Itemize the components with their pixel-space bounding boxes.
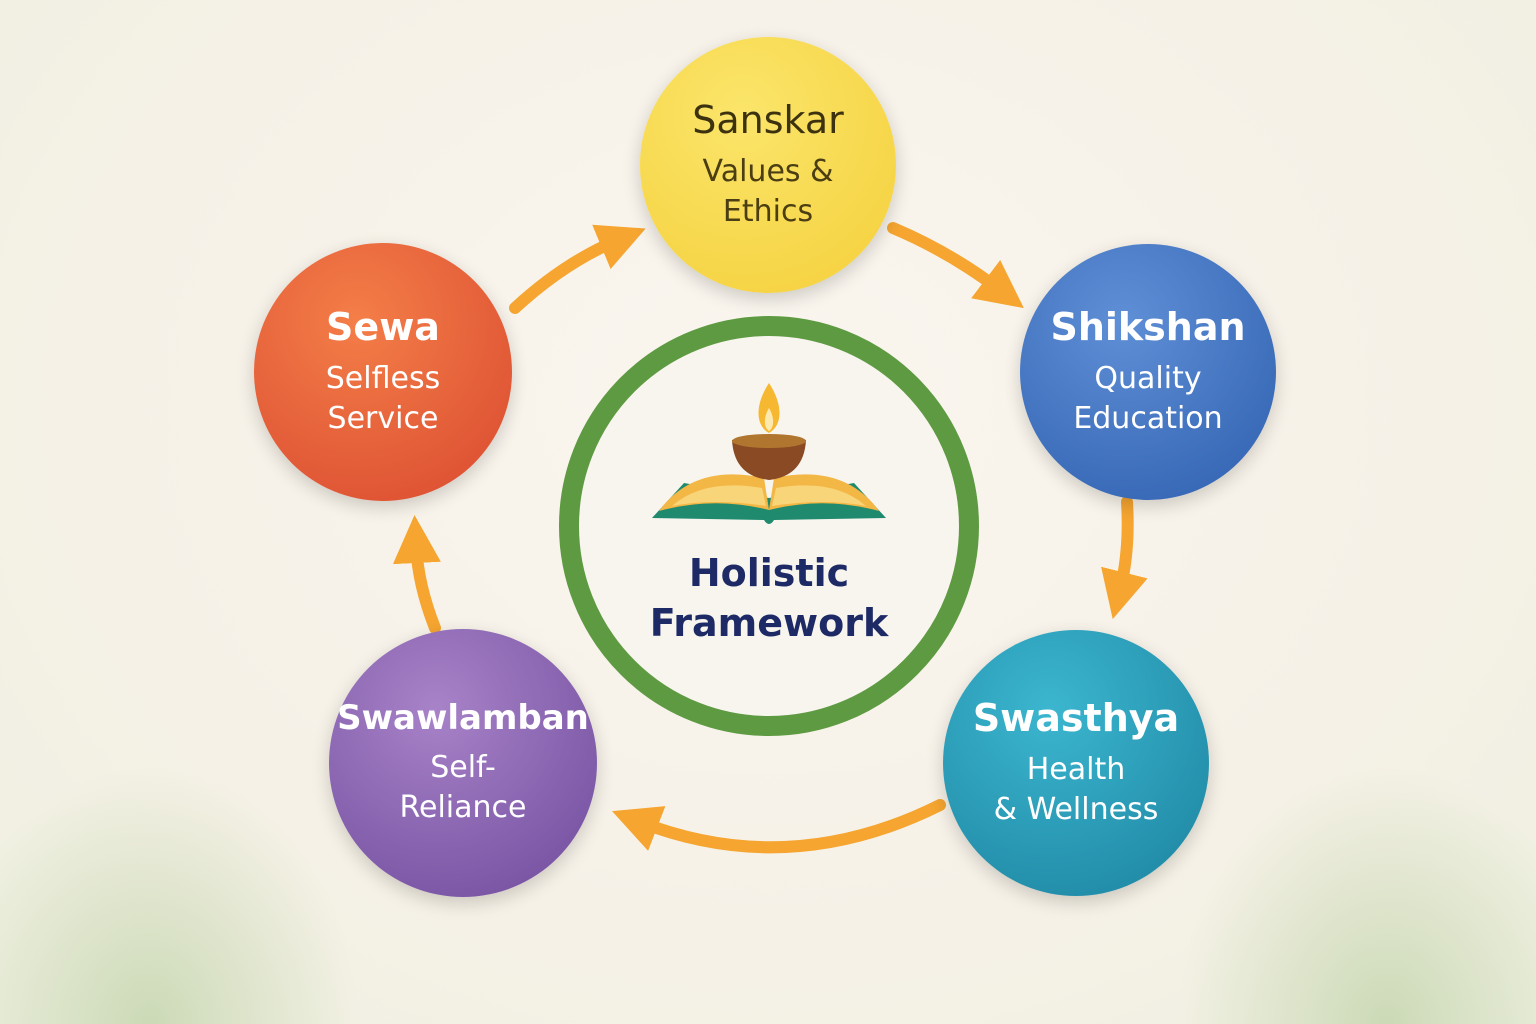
node-title: Shikshan <box>1050 305 1246 349</box>
node-title: Sewa <box>326 305 440 349</box>
center-framework-circle: Holistic Framework <box>559 316 979 736</box>
node-subtitle: Values & Ethics <box>702 154 834 229</box>
foliage-decoration-left <box>0 764 360 1024</box>
center-title: Holistic Framework <box>649 551 889 645</box>
node-subtitle: Selfless Service <box>325 361 441 436</box>
node-title: Sanskar <box>692 98 844 142</box>
node-subtitle: Self- Reliance <box>399 750 527 825</box>
node-title: Swawlamban <box>337 698 589 738</box>
arrow-swawlamban-to-sewa <box>392 515 441 634</box>
node-swawlamban: Swawlamban Self- Reliance <box>329 629 597 897</box>
node-swasthya: Swasthya Health & Wellness <box>943 630 1209 896</box>
node-subtitle: Quality Education <box>1073 361 1223 436</box>
node-shikshan: Shikshan Quality Education <box>1020 244 1276 500</box>
arrow-swasthya-to-swawlamban <box>612 799 946 854</box>
node-subtitle: Health & Wellness <box>993 752 1159 827</box>
foliage-decoration-right <box>1176 764 1536 1024</box>
arrow-sewa-to-sanskar <box>509 224 646 314</box>
node-sanskar: Sanskar Values & Ethics <box>640 37 896 293</box>
arrow-shikshan-to-swasthya <box>1101 496 1148 620</box>
diya-on-open-book-icon <box>652 383 886 524</box>
node-sewa: Sewa Selfless Service <box>254 243 512 501</box>
arrow-sanskar-to-shikshan <box>887 222 1024 309</box>
node-title: Swasthya <box>972 696 1180 740</box>
